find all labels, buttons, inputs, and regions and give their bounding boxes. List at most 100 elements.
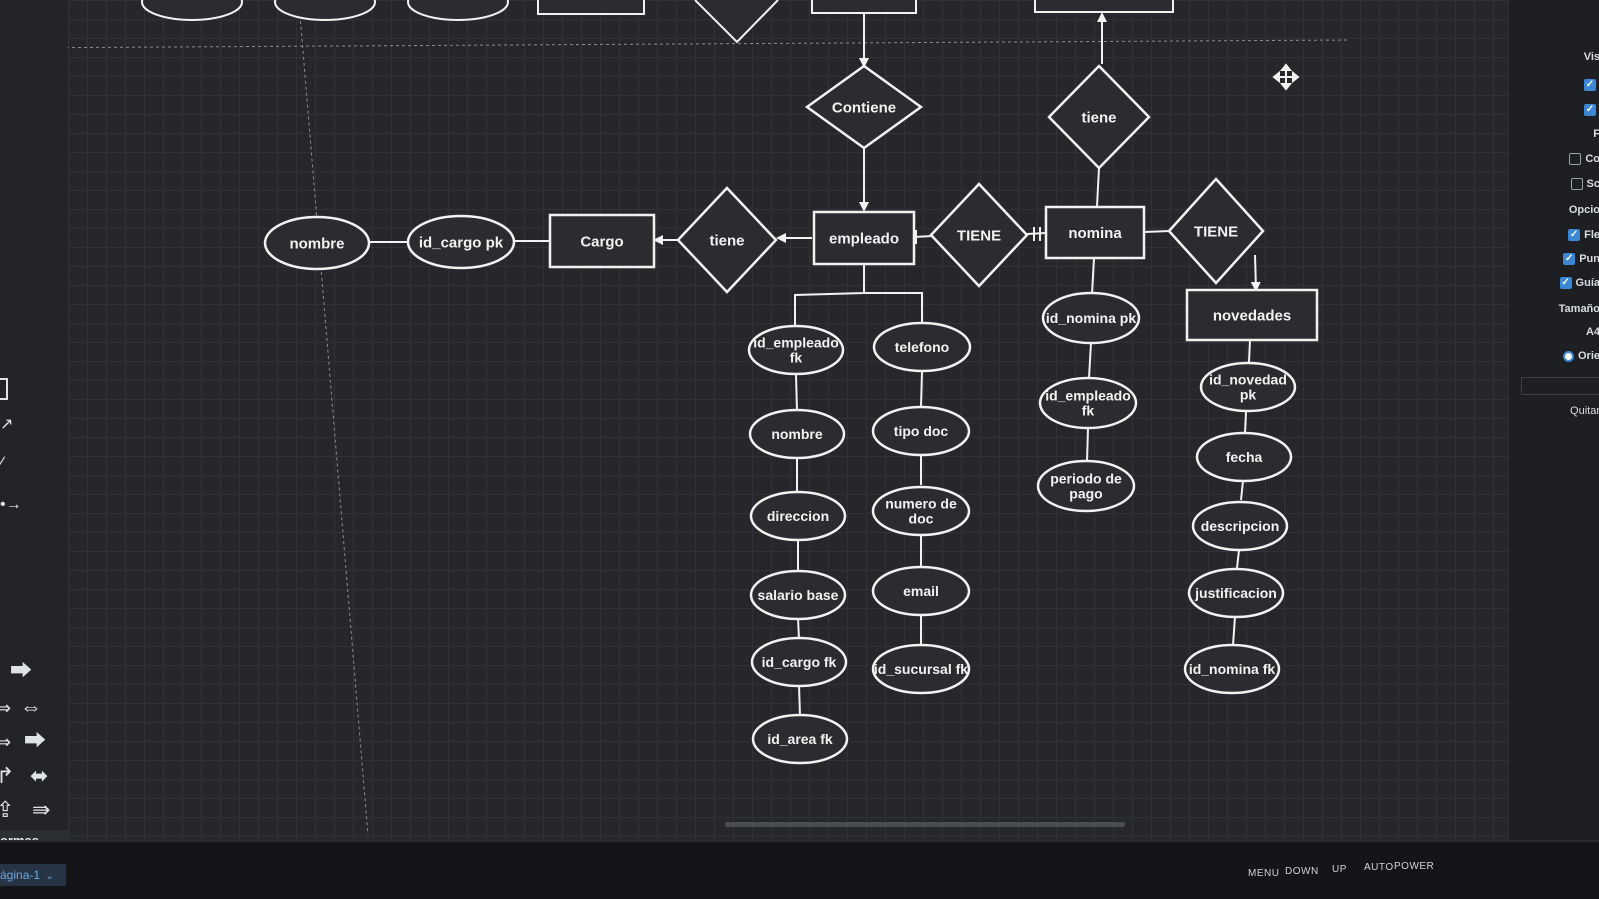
entity-empleado[interactable]: empleado xyxy=(812,210,916,266)
callout-shape-icon[interactable]: ↗ xyxy=(0,416,14,433)
attribute-empleado-right-4[interactable]: id_sucursal fk xyxy=(871,643,971,695)
checkbox-icon[interactable] xyxy=(1563,253,1576,265)
view-check-1[interactable] xyxy=(1584,76,1599,94)
shape-label: numero de xyxy=(885,495,957,511)
shape-label: doc xyxy=(909,510,934,526)
diagram-canvas[interactable]: Cargo empleado nomina novedades Contiene tien… xyxy=(68,0,1508,840)
shape-label: tipo doc xyxy=(894,423,949,439)
shapes-panel: ↗ ∕ •→ ⮕ ⇒ ⇔ ⇒ ⮕ ↱ ⬌ ⇪ ⇛ ormas xyxy=(0,0,69,899)
right-arrow-2-icon[interactable]: ⇒ xyxy=(0,732,12,752)
connector-shape-icon[interactable]: •→ xyxy=(0,496,22,513)
view-check-2[interactable] xyxy=(1584,101,1599,119)
attribute-empleado-left-3[interactable]: salario base xyxy=(749,569,847,621)
view-section-title: Vis xyxy=(1583,51,1599,63)
attribute-empleado-right-1[interactable]: tipo doc xyxy=(871,405,971,457)
monitor-menu-label: MENU xyxy=(1248,868,1280,879)
checkbox-icon[interactable] xyxy=(1569,153,1582,165)
checkbox-icon[interactable] xyxy=(1584,79,1596,91)
horizontal-scrollbar[interactable] xyxy=(725,822,1125,827)
line-shape-icon[interactable]: ∕ xyxy=(0,453,4,473)
shape-label: periodo de xyxy=(1050,470,1122,486)
attribute-id-cargo-pk[interactable]: id_cargo pk xyxy=(406,214,516,270)
remove-button[interactable]: Quitar xyxy=(1570,405,1599,417)
checkbox-icon[interactable] xyxy=(1570,178,1583,190)
options-section-title: Opcio xyxy=(1568,204,1599,216)
size-section-title: Tamaño xyxy=(1558,303,1599,315)
attribute-empleado-left-2[interactable]: direccion xyxy=(749,490,847,542)
double-arrow-icon[interactable]: ⇔ xyxy=(20,694,42,719)
right-arrow-icon[interactable]: ⇒ xyxy=(0,698,12,718)
attribute-empleado-right-3[interactable]: email xyxy=(871,565,971,617)
check-co[interactable]: Co xyxy=(1569,150,1599,168)
bottom-bar: ágina-1 ⌄ MENU DOWN UP AUTO POWER xyxy=(0,840,1599,899)
size-input[interactable] xyxy=(1521,377,1599,395)
attribute-novedades-1[interactable]: fecha xyxy=(1195,431,1293,483)
chevron-arrow-icon[interactable]: ⮕ xyxy=(10,658,33,683)
checkbox-icon[interactable] xyxy=(1559,277,1572,289)
monitor-down-label: DOWN xyxy=(1285,866,1319,877)
shape-label: pk xyxy=(1240,386,1257,402)
shape-label: empleado xyxy=(829,230,899,247)
relationship-contiene[interactable]: Contiene xyxy=(804,64,924,150)
check-sc[interactable]: Sc xyxy=(1570,175,1599,193)
er-diagram: Cargo empleado nomina novedades Contiene tien… xyxy=(68,0,1351,836)
shape-label: novedades xyxy=(1213,307,1291,324)
monitor-up-label: UP xyxy=(1332,864,1347,875)
checkbox-icon[interactable] xyxy=(1568,229,1581,241)
striped-arrow-icon[interactable]: ⇛ xyxy=(32,797,51,822)
shape-label: id_empleado xyxy=(1045,387,1131,403)
shape-label: telefono xyxy=(895,339,949,355)
entity-nomina[interactable]: nomina xyxy=(1044,205,1146,260)
page-tab[interactable]: ágina-1 ⌄ xyxy=(0,864,66,886)
attribute-novedades-3[interactable]: justificacion xyxy=(1187,567,1285,619)
attribute-nomina-0[interactable]: id_nomina pk xyxy=(1041,291,1141,345)
orientation-radio[interactable]: Orie xyxy=(1562,347,1599,365)
shape-label: Cargo xyxy=(580,233,623,250)
relationship-tiene-nomina-novedades[interactable]: TIENE xyxy=(1167,177,1265,285)
check-guias[interactable]: Guía xyxy=(1559,274,1599,292)
monitor-power-label: POWER xyxy=(1394,861,1435,872)
shape-label: descripcion xyxy=(1201,518,1280,534)
page-boundary-top xyxy=(68,39,1351,49)
shape-label: Contiene xyxy=(832,99,896,116)
attribute-cargo-nombre[interactable]: nombre xyxy=(263,215,371,271)
entity-cargo[interactable]: Cargo xyxy=(548,213,656,269)
shape-label: nombre xyxy=(771,426,823,442)
attribute-novedades-4[interactable]: id_nomina fk xyxy=(1183,643,1281,695)
quad-arrow-icon[interactable]: ⬌ xyxy=(30,763,49,788)
shape-label: justificacion xyxy=(1194,585,1277,601)
relationship-tiene-empleado-nomina[interactable]: TIENE xyxy=(929,182,1029,288)
attribute-empleado-left-4[interactable]: id_cargo fk xyxy=(750,636,848,688)
shape-label: tiene xyxy=(1081,109,1116,126)
shape-label: id_empleado xyxy=(753,334,839,350)
monitor-auto-label: AUTO xyxy=(1364,862,1394,873)
attribute-novedades-2[interactable]: descripcion xyxy=(1191,500,1289,552)
rectangle-shape-icon[interactable] xyxy=(0,378,8,400)
callout-arrow-icon[interactable]: ⮕ xyxy=(24,728,47,753)
relationship-tiene-top[interactable]: tiene xyxy=(1047,64,1151,170)
relationship-tiene-cargo[interactable]: tiene xyxy=(676,186,778,294)
entity-novedades[interactable]: novedades xyxy=(1185,288,1319,342)
diagram-shapes: Cargo empleado nomina novedades Contiene tien… xyxy=(263,64,1319,765)
attribute-empleado-right-0[interactable]: telefono xyxy=(872,321,972,373)
attribute-empleado-left-1[interactable]: nombre xyxy=(748,408,846,460)
shape-label: id_nomina pk xyxy=(1046,310,1136,326)
radio-icon[interactable] xyxy=(1562,350,1574,362)
attribute-empleado-left-5[interactable]: id_area fk xyxy=(751,713,849,765)
shape-label: TIENE xyxy=(1194,223,1238,240)
checkbox-icon[interactable] xyxy=(1584,104,1596,116)
check-puntos[interactable]: Pun xyxy=(1563,250,1599,268)
check-flechas[interactable]: Fle xyxy=(1568,226,1599,244)
bent-arrow-icon[interactable]: ↱ xyxy=(0,763,15,788)
up-arrow-icon[interactable]: ⇪ xyxy=(0,797,15,822)
shape-label: pago xyxy=(1069,485,1102,501)
paper-size-select[interactable]: A4 xyxy=(1585,326,1599,338)
shape-label: salario base xyxy=(758,587,839,603)
shape-label: direccion xyxy=(767,508,829,524)
